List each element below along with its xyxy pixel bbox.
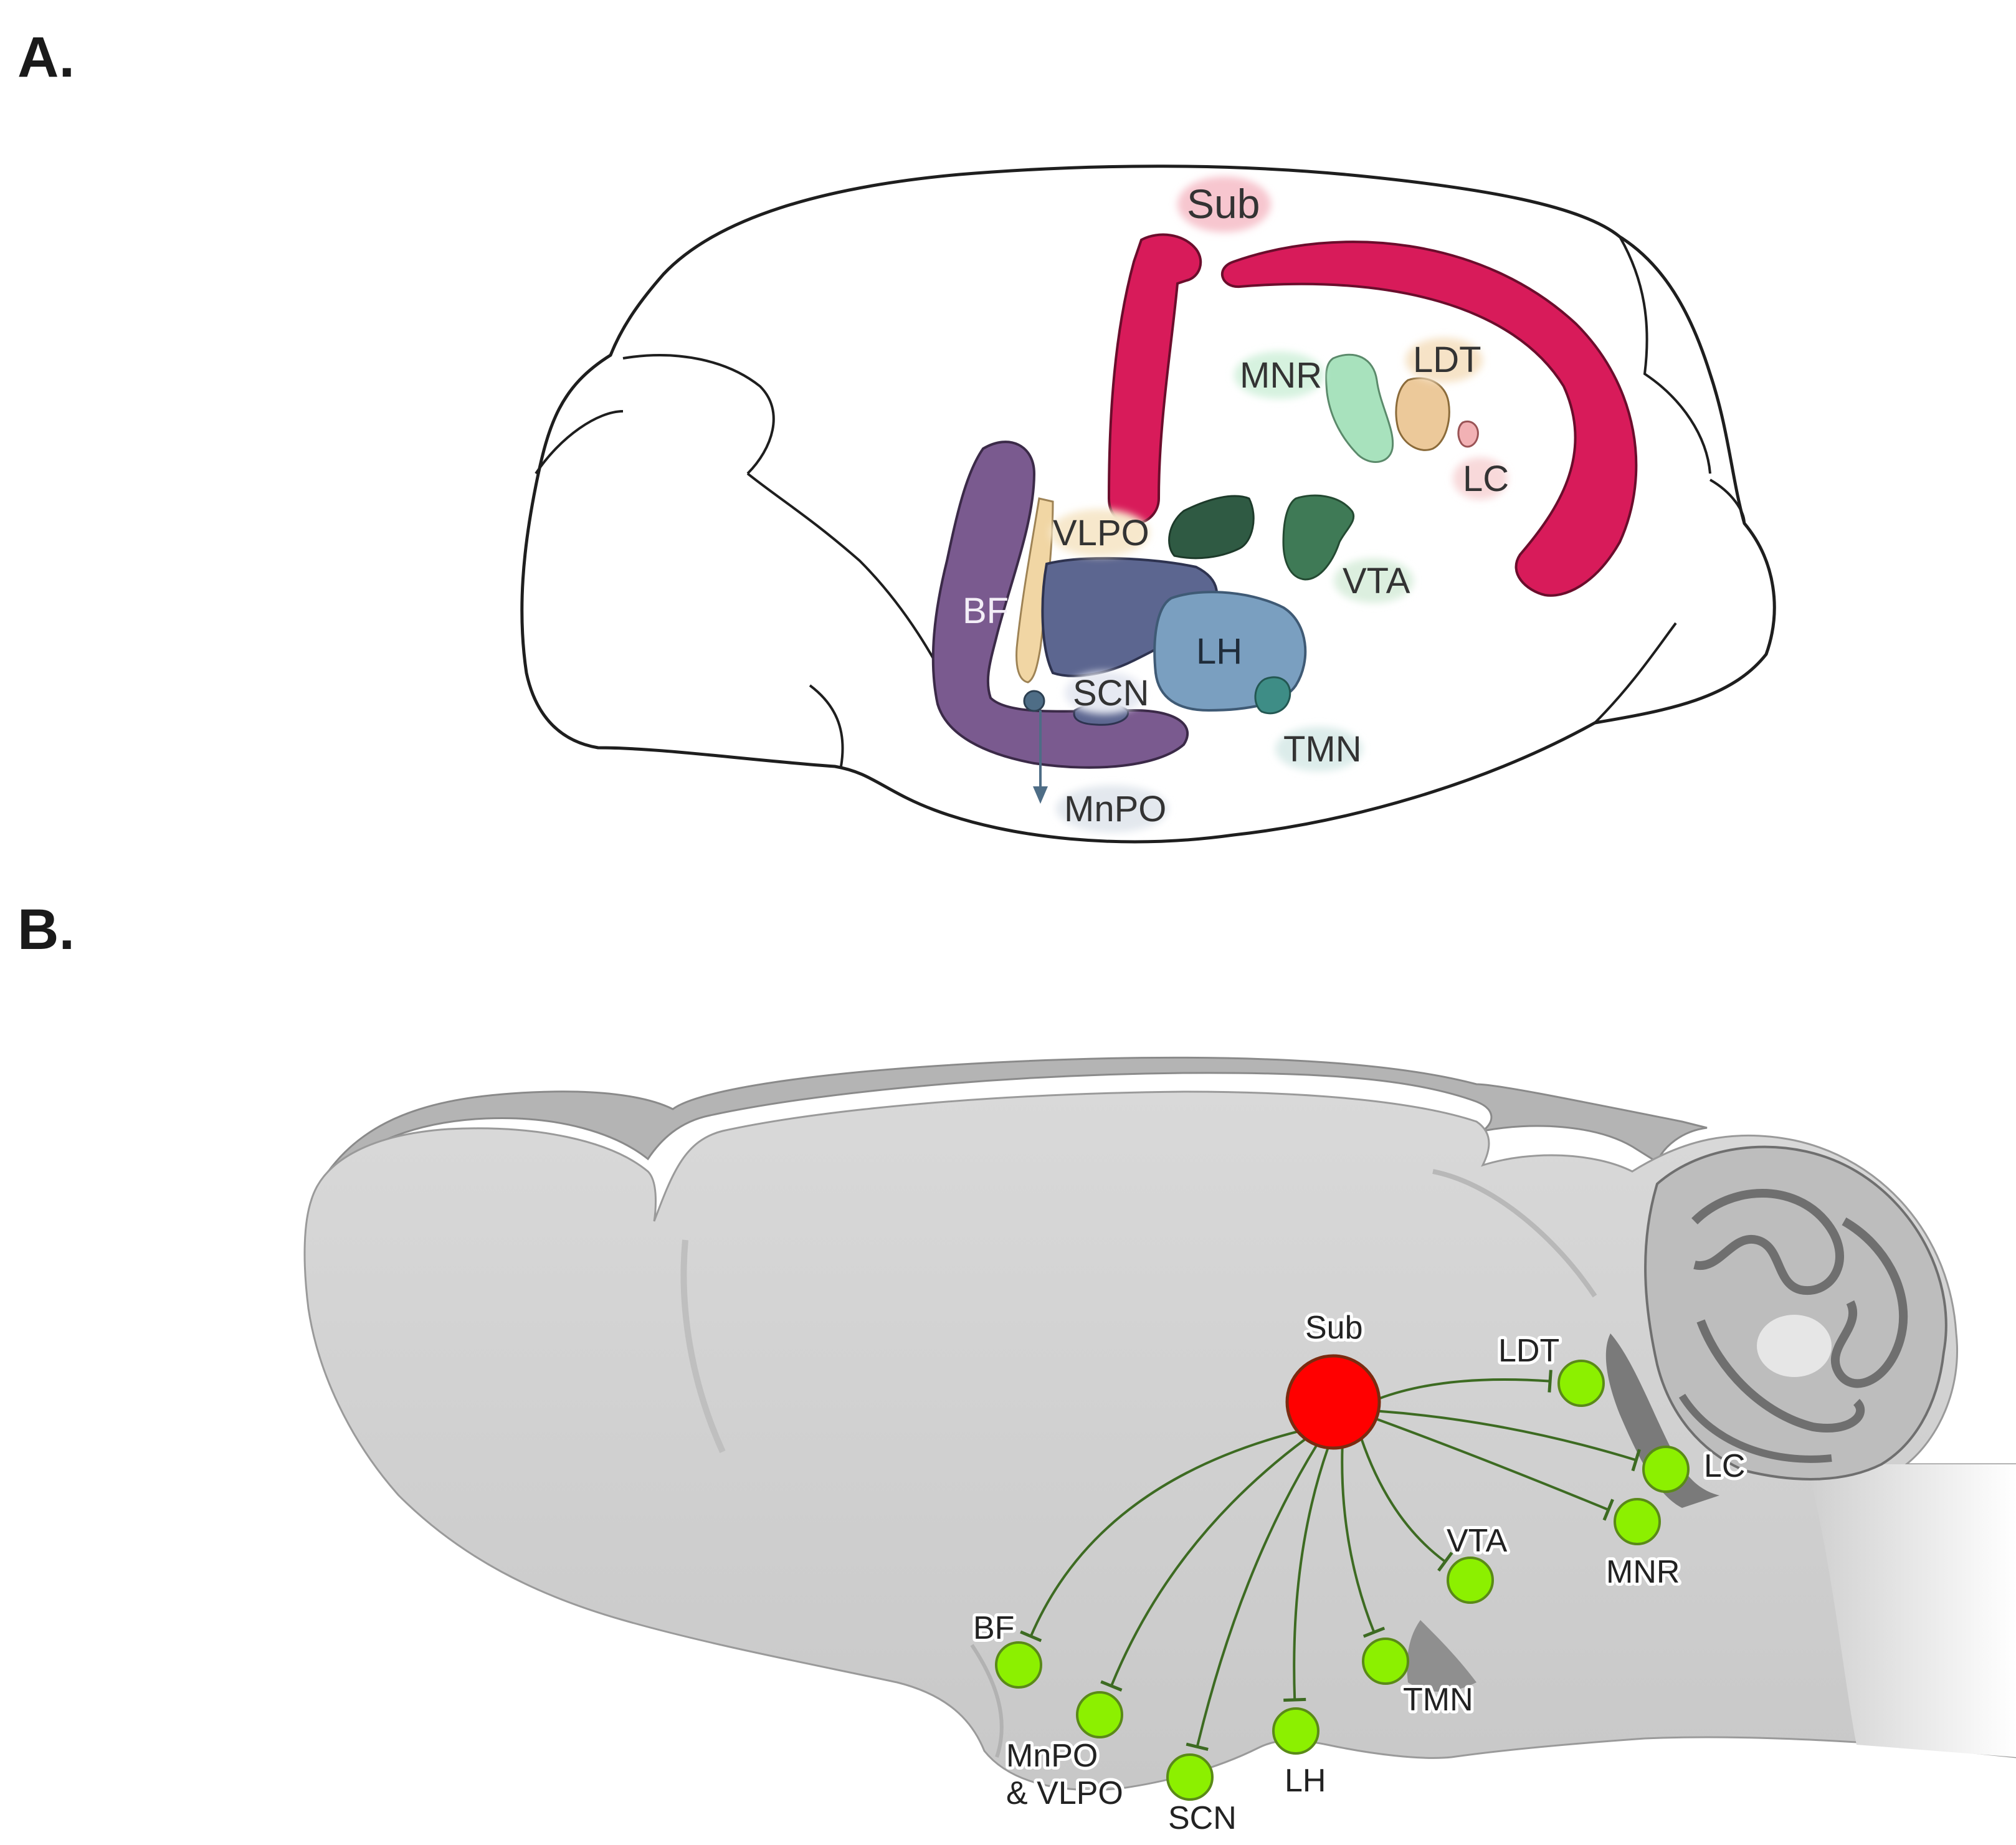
region-ldt-shape [1395,377,1450,451]
target-node-vta [1447,1557,1494,1604]
lobe-line-a6 [1709,479,1746,524]
label-sub-group: Sub [1177,176,1271,232]
mnpo-arrow-head [1033,786,1048,804]
inhibition-bar-bf [1020,1630,1042,1642]
target-label-vta: VTA [1447,1523,1508,1559]
brain-shading-3 [970,1644,1004,1758]
target-label-bf: BF [973,1610,1014,1646]
label-tmn-group: TMN [1275,727,1362,771]
pontine-notch-b [1407,1620,1476,1692]
inhibition-bar-tmn [1362,1626,1386,1638]
region-label-bf: BF [963,591,1009,631]
cerebellum-fold-1 [1691,1189,1844,1295]
region-mnpo-shape [1023,690,1045,712]
brain-shading-2 [1432,1169,1597,1298]
cerebellum-white-matter [1757,1315,1832,1377]
connection-mnr [1376,1418,1609,1511]
lobe-line-a2 [746,472,936,661]
label-ldt-group: LDT [1405,338,1483,383]
target-node-lc [1642,1446,1690,1493]
lobe-line-a4 [1594,622,1677,724]
region-bf-shape [931,441,1189,769]
target-node-mnr [1614,1498,1661,1545]
target-node-tmn [1362,1638,1409,1685]
region-label-scn: SCN [1073,673,1149,713]
inhibition-bar-lc [1631,1449,1641,1472]
brain-rim-b [310,1056,1708,1200]
inhibition-bar-mnr [1602,1499,1614,1521]
spinal-cord-b [1807,1464,2016,1757]
label-mnr-group: MNR [1234,351,1324,399]
ventricle-cleft-b [1605,1333,1719,1508]
connection-mnpo [1110,1437,1306,1687]
region-tmn-shape [1254,676,1291,715]
target-node-ldt [1557,1360,1605,1407]
connection-scn [1196,1444,1318,1747]
inhibition-bar-mnpo [1100,1680,1123,1692]
label-scn-group: SCN [1065,672,1149,714]
target-label-lc: LC [1704,1448,1745,1484]
region-unlabeled-dark-shape [1168,495,1255,560]
source-label-sub: Sub [1305,1310,1363,1346]
region-label-tmn: TMN [1283,729,1362,770]
label-mnpo-group: MnPO [1056,785,1168,832]
target-label-scn: SCN [1168,1800,1237,1836]
panel-b-label: B. [17,898,75,961]
source-node-sub [1285,1354,1381,1450]
panel-a-regions [931,233,1638,804]
brain-body-b [303,1090,2016,1791]
region-vta-shape [1282,494,1355,581]
connection-ldt [1379,1378,1551,1400]
label-vlpo-group: VLPO [1050,509,1149,556]
cerebellum-fold-2 [1830,1217,1908,1388]
label-vta-group: VTA [1334,558,1414,603]
lobe-line-a5 [1619,236,1711,474]
connection-lc [1378,1409,1637,1462]
target-node-scn [1166,1753,1214,1801]
inhibition-bar-vta [1437,1552,1453,1572]
target-label-tmn: TMN [1403,1682,1473,1718]
brain-shading-1 [680,1239,726,1454]
cerebellum-fold-4 [1678,1393,1832,1463]
region-label-mnr: MNR [1240,355,1322,396]
connection-tmn [1341,1447,1376,1633]
region-label-mnpo: MnPO [1064,789,1166,829]
frontal-lobe-a [622,354,775,475]
target-label-mnpo-line-0: MnPO [1006,1738,1098,1774]
region-label-vta: VTA [1343,561,1410,601]
panel-b-network: LDT LC MNR VTA TMN LH SCN MnPO& VLPO BF Sub [970,1307,1748,1839]
connection-vta [1360,1438,1446,1563]
target-node-bf [995,1641,1042,1689]
panel-b-brain [303,1056,2016,1791]
panel-a-label: A. [17,26,75,89]
connection-lh [1293,1447,1329,1700]
label-lc-group: LC [1453,457,1509,500]
inhibition-bar-lh [1283,1697,1306,1702]
lobe-line-a3 [809,684,844,767]
target-node-mnpo [1076,1691,1123,1738]
target-label-lh: LH [1285,1763,1326,1799]
region-label-sub: Sub [1187,181,1260,227]
region-mnr-shape [1325,353,1394,463]
lobe-line-a1 [535,410,624,475]
panel-a-labels: Sub MNR LDT LC VLPO VTA BF LH SCN [963,176,1509,832]
region-sub-shape-left [1107,233,1202,525]
target-label-mnpo-line-1: & VLPO [1006,1775,1123,1811]
inhibition-bar-scn [1186,1742,1209,1752]
region-label-vlpo: VLPO [1053,513,1149,553]
cerebellum-fold-3 [1696,1319,1865,1433]
region-label-lc: LC [1463,459,1509,499]
connection-bf [1029,1430,1298,1637]
cerebellum-b [1644,1145,1947,1480]
target-label-mnr: MNR [1606,1554,1680,1590]
region-lc-shape [1457,421,1479,448]
region-sub-shape-right [1220,241,1638,597]
target-label-ldt: LDT [1498,1333,1559,1369]
region-label-ldt: LDT [1413,340,1481,380]
region-label-lh: LH [1196,631,1242,672]
inhibition-bar-ldt [1548,1370,1552,1393]
target-node-lh [1272,1707,1319,1755]
